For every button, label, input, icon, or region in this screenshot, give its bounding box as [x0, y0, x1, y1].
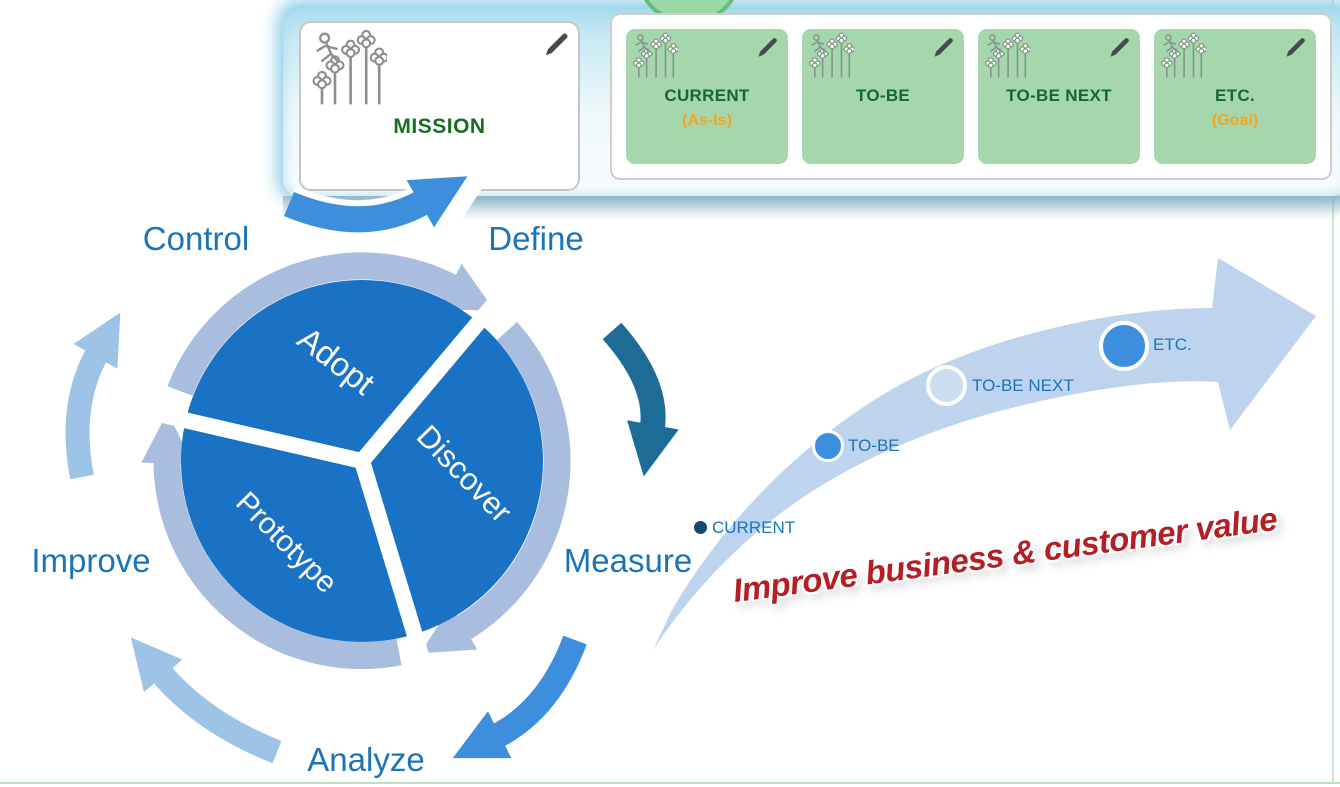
growth-doodle-icon	[983, 32, 1030, 79]
stage-card-subtitle: (As-Is)	[682, 112, 732, 129]
page-right-border	[1332, 0, 1334, 783]
cycle-label-analyze: Analyze	[307, 741, 425, 778]
stage-card-title: ETC.	[1215, 86, 1255, 105]
stage-card-tobe[interactable]: TO-BE	[802, 29, 964, 164]
milestone-label-etc: ETC.	[1153, 335, 1192, 354]
pencil-icon[interactable]	[1108, 36, 1131, 59]
pie-divider	[152, 405, 364, 469]
page-bottom-border	[0, 782, 1340, 784]
growth-doodle-icon	[807, 32, 854, 79]
segment-label-adopt: Adopt	[290, 319, 382, 402]
mission-card-title: MISSION	[393, 115, 486, 138]
pie-divider	[354, 458, 432, 668]
stage-card-subtitle: (Goal)	[1211, 112, 1259, 129]
arrow-analyze-improve	[130, 637, 282, 764]
milestone-label-tobenext: TO-BE NEXT	[972, 376, 1074, 395]
arrow-improve-control	[65, 312, 121, 480]
cycle-label-improve: Improve	[31, 542, 151, 579]
stage-cards-container: CURRENT (As-Is) TO-BE TO-BE NEXT ETC. (G…	[610, 13, 1332, 180]
pencil-icon[interactable]	[1284, 36, 1307, 59]
cycle-label-measure: Measure	[563, 542, 693, 579]
arrow-measure-analyze	[452, 635, 587, 759]
cycle-label-define: Define	[488, 220, 584, 257]
stage-card-current[interactable]: CURRENT (As-Is)	[626, 29, 788, 164]
stage-card-tobenext[interactable]: TO-BE NEXT	[978, 29, 1140, 164]
milestone-label-current: CURRENT	[712, 518, 796, 537]
segment-label-prototype: Prototype	[229, 485, 344, 600]
stage-card-title: TO-BE NEXT	[1006, 86, 1112, 105]
stage-card-title: CURRENT	[664, 86, 750, 105]
cycle-label-control: Control	[142, 220, 250, 257]
segment-label-discover: Discover	[409, 418, 519, 530]
mission-card[interactable]: MISSION	[299, 21, 580, 191]
milestone-dot-tobe	[812, 430, 844, 462]
milestone-dot-current	[692, 519, 709, 536]
milestone-dot-tobenext	[926, 365, 967, 406]
milestone-label-tobe: TO-BE	[848, 436, 900, 455]
pencil-icon[interactable]	[543, 31, 570, 58]
growth-doodle-icon	[631, 32, 678, 79]
arrow-define-measure	[602, 322, 679, 477]
stage-card-title: TO-BE	[855, 86, 911, 105]
stage-card-etc[interactable]: ETC. (Goal)	[1154, 29, 1316, 164]
pencil-icon[interactable]	[932, 36, 955, 59]
growth-doodle-icon	[1159, 32, 1206, 79]
roadmap-caption: Improve business & customer value	[730, 499, 1280, 610]
milestone-dot-etc	[1099, 321, 1149, 371]
top-panel-shadow	[283, 196, 1340, 220]
cycle-pie	[181, 280, 543, 642]
pencil-icon[interactable]	[756, 36, 779, 59]
growth-doodle-icon	[309, 29, 387, 107]
